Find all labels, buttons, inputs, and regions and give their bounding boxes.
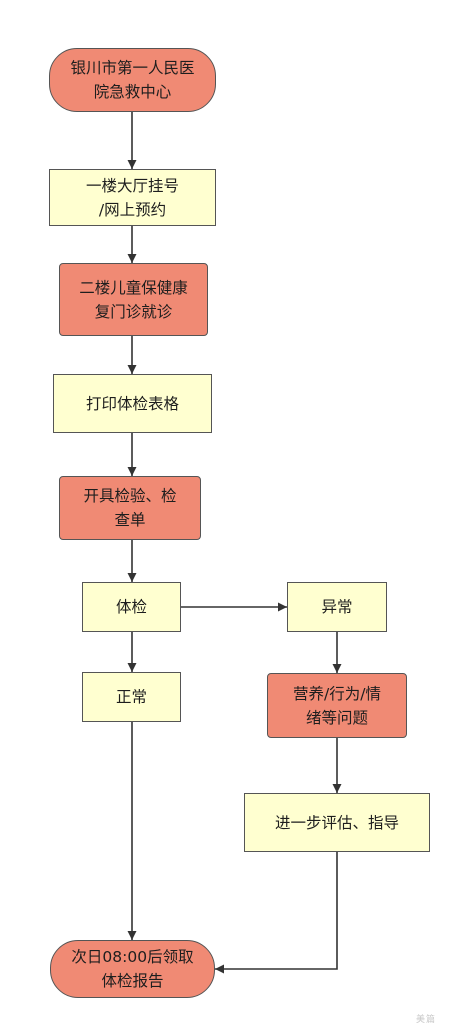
node-normal: 正常 — [82, 672, 181, 722]
node-abnormal: 异常 — [287, 582, 387, 632]
node-collect-report: 次日08:00后领取 体检报告 — [50, 940, 215, 998]
edge-n10-n11 — [215, 852, 338, 974]
node-issue-tests: 开具检验、检 查单 — [59, 476, 201, 540]
node-child-health-clinic: 二楼儿童保健康 复门诊就诊 — [59, 263, 208, 336]
watermark-text: 美篇 — [415, 1015, 436, 1025]
node-registration: 一楼大厅挂号 /网上预约 — [49, 169, 216, 226]
node-emergency-center: 银川市第一人民医 院急救中心 — [49, 48, 216, 112]
node-further-assessment: 进一步评估、指导 — [244, 793, 430, 852]
node-physical-exam: 体检 — [82, 582, 181, 632]
node-print-form: 打印体检表格 — [53, 374, 212, 433]
node-nutrition-behavior-issues: 营养/行为/情 绪等问题 — [267, 673, 407, 738]
